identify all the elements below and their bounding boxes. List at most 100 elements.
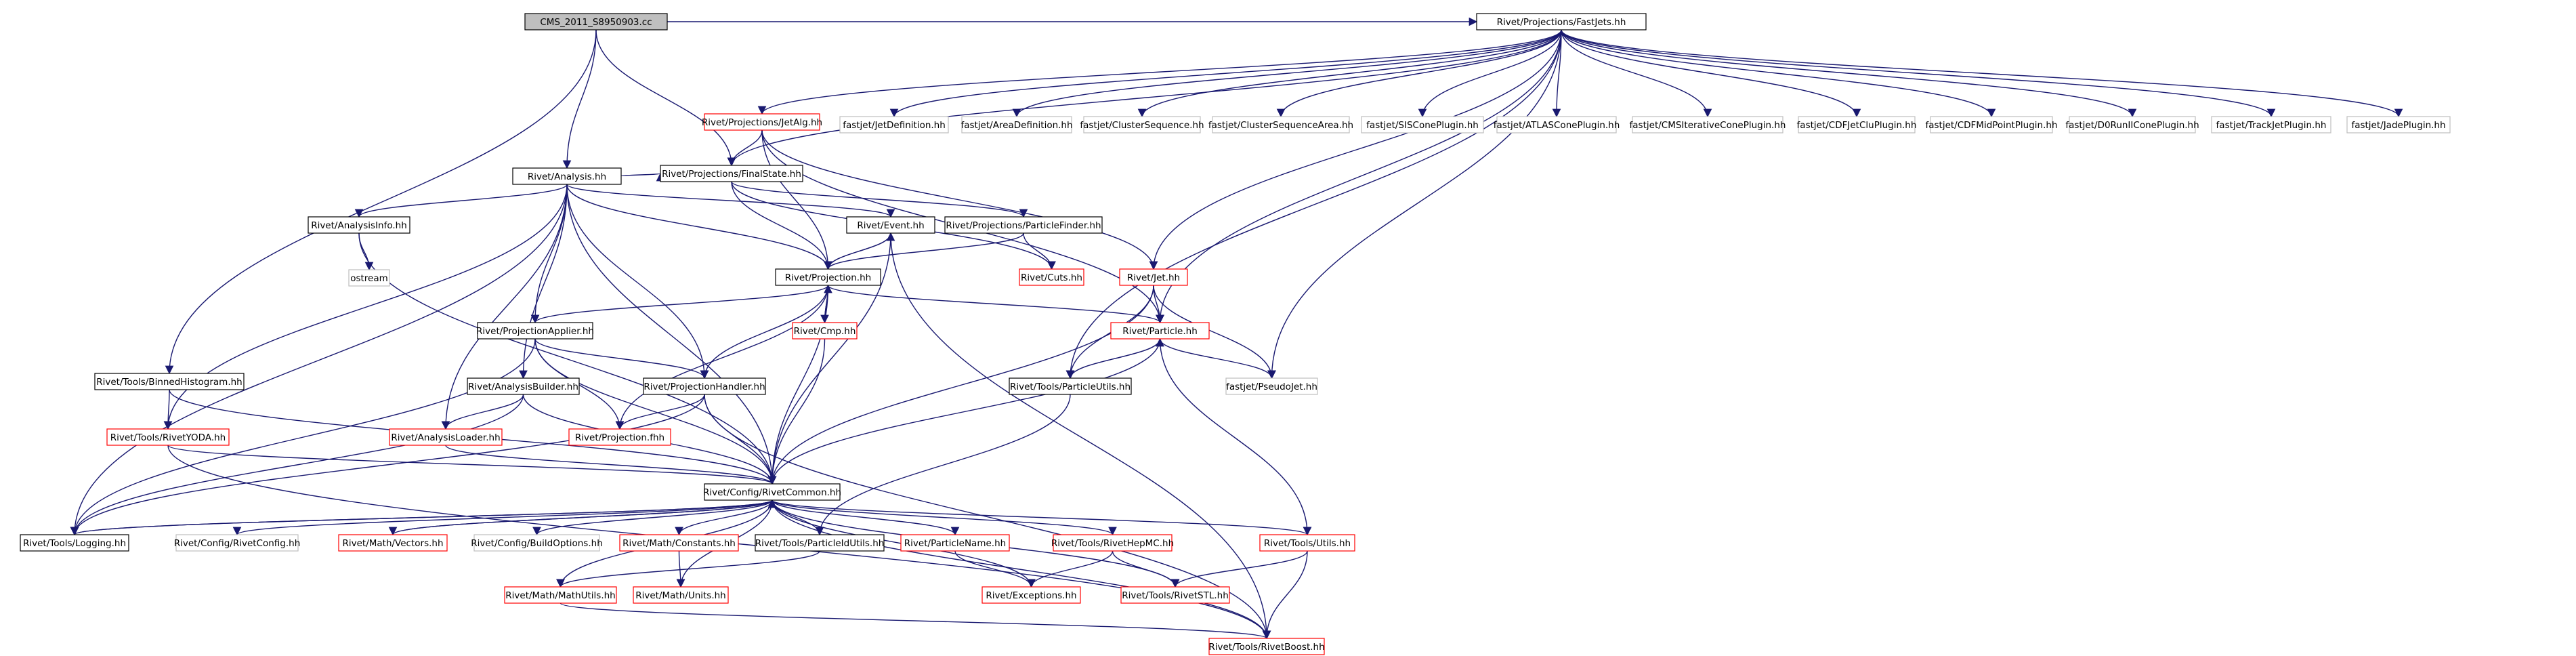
node-utils[interactable]: Rivet/Tools/Utils.hh <box>1259 534 1355 552</box>
node-analysisloader[interactable]: Rivet/AnalysisLoader.hh <box>389 428 503 446</box>
node-label: fastjet/CDFJetCluPlugin.hh <box>1797 120 1917 131</box>
node-cuts[interactable]: Rivet/Cuts.hh <box>1019 268 1084 286</box>
node-units[interactable]: Rivet/Math/Units.hh <box>633 586 729 604</box>
node-fastjets[interactable]: Rivet/Projections/FastJets.hh <box>1476 13 1647 30</box>
edge-root-to-binned <box>165 29 597 375</box>
node-box <box>338 534 448 552</box>
node-box <box>633 586 729 604</box>
node-box <box>1259 534 1355 552</box>
edge-projhandler-to-projectionfhh <box>615 394 705 430</box>
node-label: Rivet/Particle.hh <box>1122 326 1198 337</box>
node-rivetconfig[interactable]: Rivet/Config/RivetConfig.hh <box>174 534 301 552</box>
edge-rivetyoda-to-rivetcommon <box>167 445 776 485</box>
node-box <box>1208 638 1325 655</box>
edge-fastjets-to-fj_d0 <box>1561 29 2137 118</box>
node-root[interactable]: CMS_2011_S8950903.cc <box>524 13 668 30</box>
node-box <box>94 373 245 390</box>
node-label: Rivet/Projections/ParticleFinder.hh <box>946 220 1101 231</box>
edge-rivethepmc-to-rivetstl <box>1112 550 1180 588</box>
node-jet[interactable]: Rivet/Jet.hh <box>1119 268 1188 286</box>
edge-fastjets-to-fj_track <box>1561 29 2276 118</box>
node-particleutils[interactable]: Rivet/Tools/ParticleUtils.hh <box>1009 377 1132 395</box>
edge-root-to-finalstate <box>595 29 736 167</box>
edge-analysis-to-projection <box>566 184 832 270</box>
edge-utils-to-rivetboost <box>1262 550 1308 640</box>
edge-particleutils-to-particleidutils <box>815 394 1071 536</box>
node-box <box>20 534 129 552</box>
edge-analysisloader-to-rivetcommon <box>445 445 777 485</box>
node-rivetcommon[interactable]: Rivet/Config/RivetCommon.hh <box>703 483 841 501</box>
node-label: Rivet/Config/RivetCommon.hh <box>703 487 841 498</box>
node-label: fastjet/ATLASConePlugin.hh <box>1494 120 1620 131</box>
node-projhandler[interactable]: Rivet/ProjectionHandler.hh <box>643 377 766 395</box>
node-label: Rivet/Config/BuildOptions.hh <box>471 538 603 549</box>
node-constants[interactable]: Rivet/Math/Constants.hh <box>619 534 739 552</box>
node-box <box>106 428 230 446</box>
edge-constants-to-units <box>676 550 685 588</box>
edge-rivetcommon-to-rivetconfig <box>233 499 773 536</box>
edge-particle-to-rivetcommon <box>767 338 1161 485</box>
node-box <box>900 534 1010 552</box>
node-fj_jade[interactable]: fastjet/JadePlugin.hh <box>2346 116 2451 134</box>
node-fj_cmsit[interactable]: fastjet/CMSIterativeConePlugin.hh <box>1630 116 1786 134</box>
node-analysisinfo[interactable]: Rivet/AnalysisInfo.hh <box>308 216 410 234</box>
node-particleidutils[interactable]: Rivet/Tools/ParticleIdUtils.hh <box>755 534 885 552</box>
node-fj_cdfmid[interactable]: fastjet/CDFMidPointPlugin.hh <box>1925 116 2058 134</box>
edge-rivetcommon-to-buildoptions <box>532 499 773 536</box>
node-fj_sis[interactable]: fastjet/SISConePlugin.hh <box>1361 116 1484 134</box>
node-cmp[interactable]: Rivet/Cmp.hh <box>792 322 858 340</box>
node-rivetboost[interactable]: Rivet/Tools/RivetBoost.hh <box>1208 638 1325 655</box>
node-fj_d0[interactable]: fastjet/D0RunIIConePlugin.hh <box>2065 116 2199 134</box>
node-partfinder[interactable]: Rivet/Projections/ParticleFinder.hh <box>944 216 1103 234</box>
node-box <box>1930 116 2053 134</box>
node-label: Rivet/Projections/JetAlg.hh <box>702 117 822 128</box>
edge-projapplier-to-projhandler <box>534 338 709 380</box>
node-binned[interactable]: Rivet/Tools/BinnedHistogram.hh <box>94 373 245 390</box>
node-label: fastjet/PseudoJet.hh <box>1226 382 1317 392</box>
node-rivetyoda[interactable]: Rivet/Tools/RivetYODA.hh <box>106 428 230 446</box>
node-rivetstl[interactable]: Rivet/Tools/RivetSTL.hh <box>1120 586 1230 604</box>
node-finalstate[interactable]: Rivet/Projections/FinalState.hh <box>660 165 803 182</box>
node-analysisbuilder[interactable]: Rivet/AnalysisBuilder.hh <box>467 377 580 395</box>
node-buildoptions[interactable]: Rivet/Config/BuildOptions.hh <box>471 534 603 552</box>
node-projapplier[interactable]: Rivet/ProjectionApplier.hh <box>476 322 594 340</box>
edge-rivetcommon-to-rivethepmc <box>772 499 1117 536</box>
node-box <box>2211 116 2331 134</box>
node-fj_cs[interactable]: fastjet/ClusterSequence.hh <box>1080 116 1204 134</box>
node-pseudojet[interactable]: fastjet/PseudoJet.hh <box>1225 377 1318 395</box>
node-fj_cdfclu[interactable]: fastjet/CDFJetCluPlugin.hh <box>1797 116 1917 134</box>
node-fj_track[interactable]: fastjet/TrackJetPlugin.hh <box>2211 116 2331 134</box>
node-fj_areadef[interactable]: fastjet/AreaDefinition.hh <box>960 116 1073 134</box>
node-particlename[interactable]: Rivet/ParticleName.hh <box>900 534 1010 552</box>
node-mathutils[interactable]: Rivet/Math/MathUtils.hh <box>504 586 617 604</box>
node-projection[interactable]: Rivet/Projection.hh <box>775 268 881 286</box>
edge-utils-to-rivetstl <box>1170 550 1308 588</box>
node-ostream[interactable]: ostream <box>348 269 390 287</box>
node-box <box>775 268 881 286</box>
edge-mathutils-to-rivetboost <box>559 602 1271 640</box>
node-vectors[interactable]: Rivet/Math/Vectors.hh <box>338 534 448 552</box>
node-particle[interactable]: Rivet/Particle.hh <box>1110 322 1210 340</box>
node-logging[interactable]: Rivet/Tools/Logging.hh <box>20 534 129 552</box>
node-fj_csa[interactable]: fastjet/ClusterSequenceArea.hh <box>1208 116 1353 134</box>
node-fj_atlas[interactable]: fastjet/ATLASConePlugin.hh <box>1494 116 1620 134</box>
node-jetalg[interactable]: Rivet/Projections/JetAlg.hh <box>702 113 822 131</box>
edge-vectors-to-rivetcommon <box>392 499 777 535</box>
edge-projection-to-event <box>827 232 895 270</box>
edge-analysisbuilder-to-logging <box>70 394 524 536</box>
node-rivethepmc[interactable]: Rivet/Tools/RivetHepMC.hh <box>1051 534 1174 552</box>
node-box <box>660 165 803 182</box>
edge-partfinder-to-projection <box>824 232 1024 270</box>
node-box <box>1019 268 1084 286</box>
node-box <box>961 116 1072 134</box>
edge-analysis-to-projhandler <box>566 184 709 380</box>
node-box <box>477 322 593 340</box>
node-event[interactable]: Rivet/Event.hh <box>846 216 935 234</box>
node-label: Rivet/AnalysisInfo.hh <box>311 220 407 231</box>
node-fj_jetdef[interactable]: fastjet/JetDefinition.hh <box>839 116 949 134</box>
node-box <box>308 216 410 234</box>
node-label: Rivet/ProjectionHandler.hh <box>643 382 765 392</box>
node-exceptions[interactable]: Rivet/Exceptions.hh <box>981 586 1081 604</box>
node-projectionfhh[interactable]: Rivet/Projection.fhh <box>568 428 671 446</box>
node-analysis[interactable]: Rivet/Analysis.hh <box>512 167 622 185</box>
